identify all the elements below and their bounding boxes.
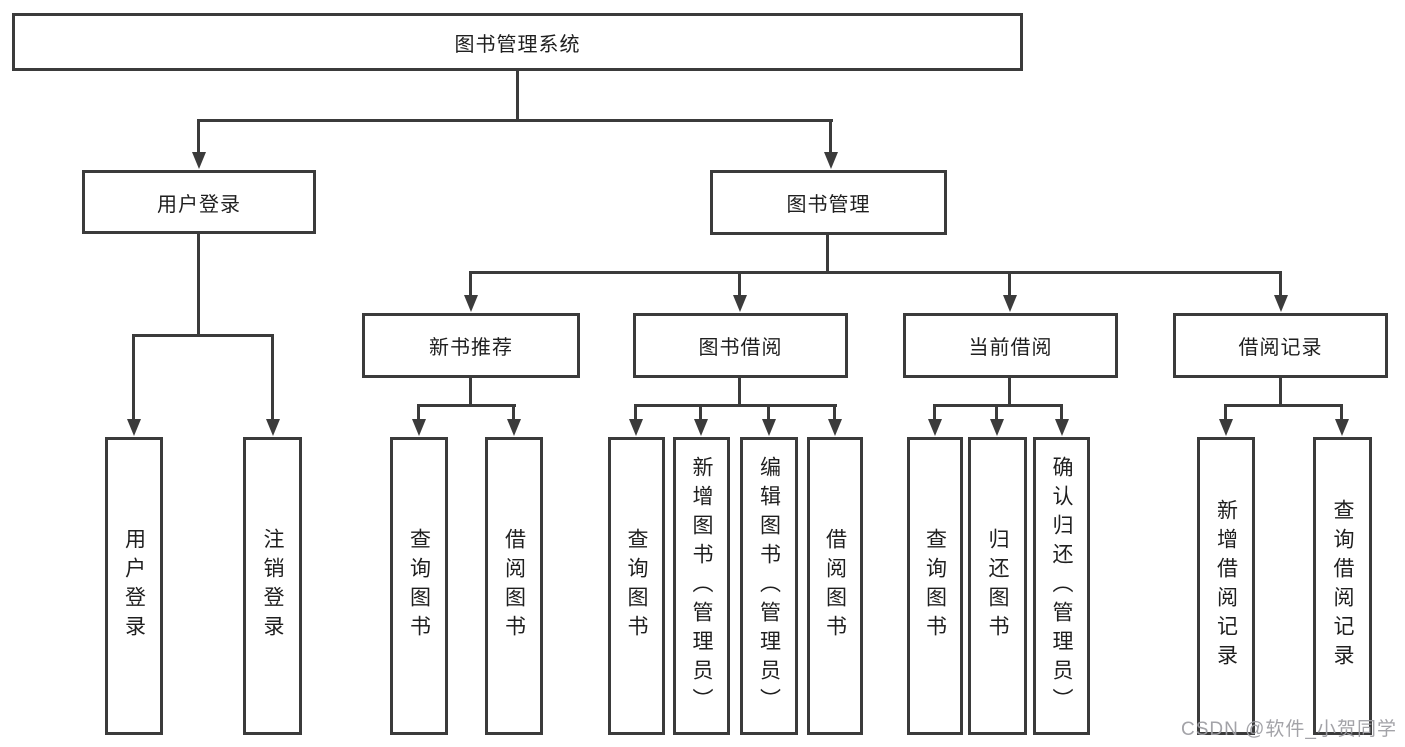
leaf-query-books-recommend: 查询图书 <box>390 437 448 735</box>
connector-new-book-branch <box>417 404 516 407</box>
connector-book-mgmt-stem <box>826 235 829 274</box>
node-current-borrowing: 当前借阅 <box>903 313 1118 378</box>
arrowhead-down-icon <box>1219 419 1233 436</box>
arrowhead-down-icon <box>733 295 747 312</box>
leaf-return-books: 归还图书 <box>968 437 1027 735</box>
node-user-login: 用户登录 <box>82 170 316 234</box>
connector-book-borrow-branch <box>634 404 837 407</box>
connector-root-drop-right <box>829 119 832 155</box>
connector-user-login-branch <box>132 334 274 337</box>
connector-drop <box>271 334 274 421</box>
leaf-label: 注销登录 <box>261 528 284 644</box>
leaf-label: 查询图书 <box>923 528 947 644</box>
leaf-label: 编辑图书（管理员） <box>757 455 781 717</box>
connector-drop <box>132 334 135 421</box>
arrowhead-down-icon <box>828 419 842 436</box>
connector-drop <box>634 404 637 421</box>
connector-drop <box>995 404 998 421</box>
connector-borrow-record-stem <box>1279 378 1282 407</box>
node-book-borrowing: 图书借阅 <box>633 313 848 378</box>
connector-drop <box>933 404 936 421</box>
connector-user-login-stem <box>197 234 200 336</box>
node-library-management-system: 图书管理系统 <box>12 13 1023 71</box>
connector-book-mgmt-branch <box>469 271 1282 274</box>
arrowhead-down-icon <box>694 419 708 436</box>
node-new-book-recommend: 新书推荐 <box>362 313 580 378</box>
connector-book-borrow-stem <box>738 378 741 407</box>
connector-root-branch <box>197 119 833 122</box>
arrowhead-down-icon <box>1055 419 1069 436</box>
leaf-borrow-books-recommend: 借阅图书 <box>485 437 543 735</box>
connector-drop <box>833 404 836 421</box>
leaf-logout: 注销登录 <box>243 437 302 735</box>
leaf-label: 归还图书 <box>986 528 1009 644</box>
arrowhead-down-icon <box>629 419 643 436</box>
leaf-add-books-admin: 新增图书（管理员） <box>673 437 730 735</box>
node-book-management: 图书管理 <box>710 170 947 235</box>
arrowhead-down-icon <box>127 419 141 436</box>
arrowhead-down-icon <box>1335 419 1349 436</box>
leaf-query-books-borrowing: 查询图书 <box>608 437 665 735</box>
connector-drop <box>1008 271 1011 297</box>
node-borrow-records: 借阅记录 <box>1173 313 1388 378</box>
leaf-confirm-return-admin: 确认归还（管理员） <box>1033 437 1090 735</box>
arrowhead-down-icon <box>1003 295 1017 312</box>
leaf-label: 借阅图书 <box>502 528 526 644</box>
connector-root-stem <box>516 70 519 122</box>
connector-current-borrow-stem <box>1008 378 1011 407</box>
leaf-user-login: 用户登录 <box>105 437 163 735</box>
leaf-label: 查询借阅记录 <box>1331 499 1354 673</box>
arrowhead-down-icon <box>266 419 280 436</box>
arrowhead-down-icon <box>928 419 942 436</box>
arrowhead-down-icon <box>1274 295 1288 312</box>
leaf-label: 借阅图书 <box>823 528 847 644</box>
leaf-edit-books-admin: 编辑图书（管理员） <box>740 437 798 735</box>
leaf-add-borrow-record: 新增借阅记录 <box>1197 437 1255 735</box>
arrowhead-down-icon <box>464 295 478 312</box>
leaf-label: 用户登录 <box>122 528 146 644</box>
connector-drop <box>1224 404 1227 421</box>
arrowhead-down-icon <box>990 419 1004 436</box>
connector-borrow-record-branch <box>1224 404 1343 407</box>
leaf-label: 新增借阅记录 <box>1214 499 1238 673</box>
connector-drop <box>417 404 420 421</box>
csdn-watermark: CSDN @软件_小贺同学 <box>1181 719 1397 740</box>
connector-current-borrow-branch <box>933 404 1063 407</box>
connector-drop <box>767 404 770 421</box>
connector-drop <box>512 404 515 421</box>
arrowhead-down-icon <box>824 152 838 169</box>
leaf-label: 查询图书 <box>625 528 648 644</box>
connector-drop <box>469 271 472 297</box>
arrowhead-down-icon <box>507 419 521 436</box>
connector-drop <box>1060 404 1063 421</box>
arrowhead-down-icon <box>412 419 426 436</box>
leaf-borrow-books: 借阅图书 <box>807 437 863 735</box>
leaf-query-books-current: 查询图书 <box>907 437 963 735</box>
leaf-query-borrow-record: 查询借阅记录 <box>1313 437 1372 735</box>
connector-drop <box>1340 404 1343 421</box>
leaf-label: 新增图书（管理员） <box>690 455 713 717</box>
arrowhead-down-icon <box>192 152 206 169</box>
connector-root-drop-left <box>197 119 200 155</box>
connector-drop <box>1279 271 1282 297</box>
connector-new-book-stem <box>469 378 472 407</box>
leaf-label: 确认归还（管理员） <box>1050 455 1073 717</box>
leaf-label: 查询图书 <box>407 528 431 644</box>
connector-drop <box>699 404 702 421</box>
arrowhead-down-icon <box>762 419 776 436</box>
connector-drop <box>738 271 741 297</box>
